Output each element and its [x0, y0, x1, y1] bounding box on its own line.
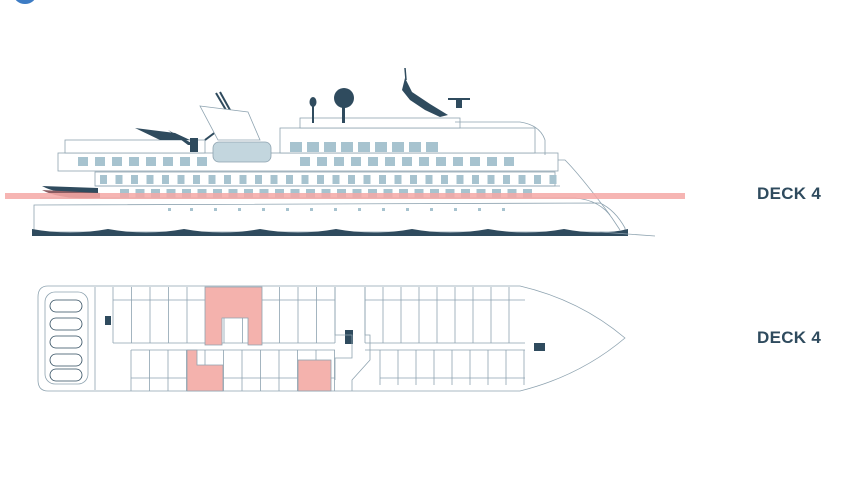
window — [425, 175, 433, 184]
window — [348, 175, 355, 184]
portholes — [168, 208, 505, 211]
stairs-icon — [105, 316, 111, 325]
window — [549, 175, 557, 184]
window — [534, 175, 541, 184]
window — [208, 175, 216, 184]
window — [290, 142, 302, 152]
ship-profile — [32, 67, 656, 237]
window — [392, 142, 404, 152]
hull — [33, 202, 626, 233]
window — [363, 175, 371, 184]
deck-plan — [37, 285, 626, 392]
plan-deck-label: DECK 4 — [757, 328, 822, 347]
window — [504, 157, 514, 166]
window — [115, 175, 123, 184]
window — [503, 175, 510, 184]
window — [385, 157, 395, 166]
highlighted-cabin-bottom-left — [186, 349, 224, 392]
window — [239, 175, 247, 184]
window — [470, 157, 480, 166]
window — [426, 142, 438, 152]
window — [112, 157, 122, 166]
window — [394, 175, 402, 184]
window — [95, 157, 105, 166]
window — [368, 157, 378, 166]
window — [375, 142, 387, 152]
window — [341, 142, 353, 152]
window — [441, 175, 448, 184]
profile-deck-label: DECK 4 — [757, 184, 822, 203]
stairs-icon — [345, 330, 353, 344]
window — [301, 175, 309, 184]
window — [193, 175, 200, 184]
window — [131, 175, 138, 184]
window — [163, 157, 173, 166]
window — [78, 157, 88, 166]
window — [270, 175, 278, 184]
window — [436, 157, 446, 166]
window — [146, 157, 156, 166]
window — [317, 175, 324, 184]
window — [456, 175, 464, 184]
window — [300, 157, 310, 166]
window — [180, 157, 190, 166]
window — [286, 175, 293, 184]
window — [487, 175, 495, 184]
waterline-wave — [32, 229, 628, 236]
window — [162, 175, 169, 184]
window — [419, 157, 429, 166]
window — [324, 142, 336, 152]
hull-outline — [37, 285, 626, 392]
window — [409, 142, 421, 152]
window — [197, 157, 207, 166]
window — [224, 175, 231, 184]
window — [255, 175, 262, 184]
window — [379, 175, 386, 184]
window — [518, 175, 526, 184]
window — [351, 157, 361, 166]
corner-accent — [14, 0, 36, 4]
deck-highlight-band — [5, 193, 685, 199]
window — [307, 142, 319, 152]
window — [410, 175, 417, 184]
highlighted-cabin-bottom-right — [297, 359, 332, 392]
stairs-icon — [534, 343, 545, 351]
highlighted-cabin-top — [204, 286, 263, 346]
window — [487, 157, 497, 166]
tender-boats — [49, 299, 83, 382]
window — [129, 157, 139, 166]
window — [472, 175, 479, 184]
window — [334, 157, 344, 166]
window — [146, 175, 154, 184]
window — [100, 175, 107, 184]
window — [358, 142, 370, 152]
window — [332, 175, 340, 184]
window — [317, 157, 327, 166]
window — [177, 175, 185, 184]
window — [453, 157, 463, 166]
window — [402, 157, 412, 166]
